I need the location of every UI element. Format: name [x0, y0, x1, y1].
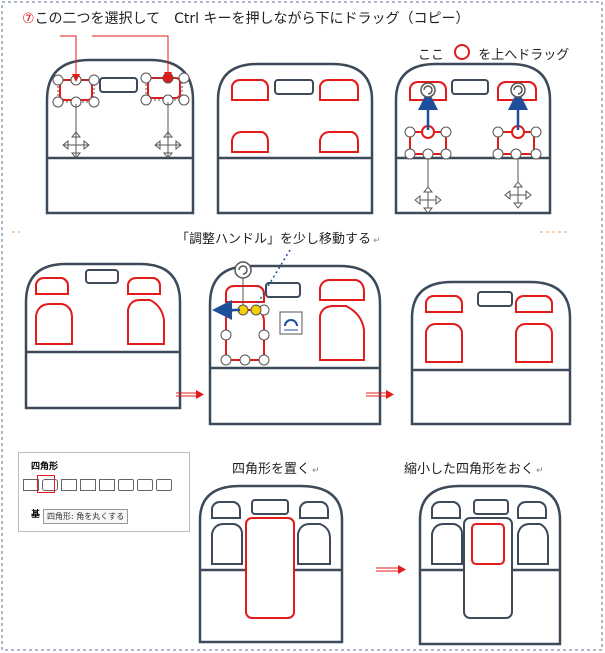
gallery-partial-label: 基 [31, 510, 41, 520]
arrow-right-icon [376, 565, 406, 574]
round-rect-3-icon[interactable] [137, 479, 153, 491]
train-frame-8 [418, 484, 562, 646]
train-frame-7 [198, 484, 344, 644]
rotate-handle-icon [420, 82, 436, 98]
hint-drag-up: ここ を上へドラッグ [418, 44, 569, 63]
train-frame-6 [410, 280, 572, 426]
hint-prefix: ここ [418, 48, 445, 63]
snip-rect-2-icon[interactable] [80, 479, 96, 491]
shape-gallery-popup: 四角形 基 四角形: 角を丸くする [18, 452, 190, 532]
train-frame-3 [394, 62, 552, 215]
selection-highlight [37, 475, 55, 493]
step-title: ⑦この二つを選択して Ctrl キーを押しながら下にドラッグ（コピー） [22, 8, 470, 28]
move-cross-icon [504, 158, 532, 209]
arrow-right-icon [366, 390, 394, 399]
hint-adjust: 「調整ハンドル」を少し移動する↵ [176, 228, 381, 247]
train-frame-2 [216, 62, 374, 215]
hint-adjust-text: 「調整ハンドル」を少し移動する [176, 232, 372, 247]
snip-rect-icon[interactable] [61, 479, 77, 491]
rotate-handle-icon [234, 261, 252, 279]
round-rect-4-icon[interactable] [156, 479, 172, 491]
gallery-title: 四角形 [31, 462, 59, 472]
shape-tooltip: 四角形: 角を丸くする [43, 509, 129, 524]
rotate-handle-icon [510, 82, 526, 98]
step-number: ⑦ [22, 11, 35, 27]
leader-line-dotted [255, 249, 291, 307]
hint-suffix: を上へドラッグ [478, 48, 570, 63]
hint-red-circle-icon [454, 44, 470, 60]
leader-line-right [92, 35, 172, 80]
return-mark: ↵ [312, 466, 320, 476]
rounded-rect-icon[interactable] [42, 479, 58, 491]
arrow-right-icon [176, 390, 204, 399]
step-text: この二つを選択して Ctrl キーを押しながら下にドラッグ（コピー） [34, 11, 470, 27]
round-rect-2-icon[interactable] [118, 479, 134, 491]
snip-rect-3-icon[interactable] [99, 479, 115, 491]
place-rect-text: 四角形を置く [232, 462, 311, 477]
leader-line-left [60, 35, 80, 82]
move-cross-icon [62, 104, 90, 159]
place-small-rect-text: 縮小した四角形をおく [404, 462, 535, 477]
move-cross-icon [414, 158, 442, 214]
label-place-small-rect: 縮小した四角形をおく↵ [404, 458, 544, 477]
return-mark: ↵ [536, 466, 544, 476]
move-cross-icon [154, 102, 182, 159]
layout-options-icon[interactable] [279, 311, 303, 335]
label-place-rect: 四角形を置く↵ [232, 458, 320, 477]
rect-shape-icon[interactable] [23, 479, 39, 491]
train-frame-4 [24, 262, 182, 410]
shape-row [23, 479, 172, 491]
return-mark: ↵ [373, 236, 381, 246]
train-frame-5 [208, 261, 382, 426]
